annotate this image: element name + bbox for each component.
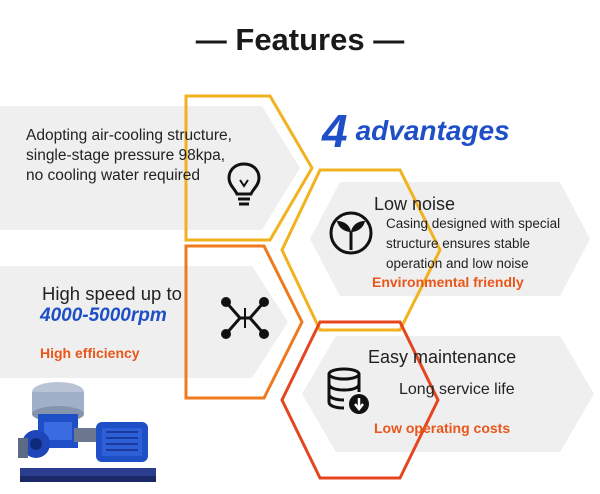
feature-3-tag: High efficiency: [40, 345, 140, 361]
database-download-icon: [327, 367, 369, 414]
blower-machine-image: [18, 382, 156, 482]
feature-2-line: operation and low noise: [386, 256, 529, 271]
panel-bg-2: [310, 182, 590, 296]
hex-outline-1: [184, 94, 314, 242]
feature-4-tag: Low operating costs: [374, 420, 511, 436]
feature-1-line: Adopting air-cooling structure,: [26, 127, 232, 144]
panel-bg-1: [0, 106, 300, 230]
feature-3-highlight: 4000-5000rpm: [40, 305, 167, 326]
feature-4-heading: Easy maintenance: [368, 347, 517, 367]
advantages-word: advantages: [355, 115, 510, 146]
lightbulb-icon: [227, 162, 261, 206]
hex-outline-3: [184, 244, 304, 400]
feature-2-heading: Low noise: [374, 194, 456, 214]
panel-bg-3: [0, 266, 288, 378]
feature-1-line: single-stage pressure 98kpa,: [26, 147, 226, 164]
feature-1-text: Adopting air-cooling structure, single-s…: [26, 126, 232, 186]
feature-2-tag: Environmental friendly: [372, 274, 524, 290]
panel-bg-4: [302, 336, 594, 452]
leaf-sprout-icon: [329, 211, 373, 255]
hex-outline-4: [280, 320, 440, 480]
feature-4-text: Long service life: [399, 381, 515, 398]
hex-outline-2: [280, 168, 442, 332]
feature-2-text: Casing designed with special structure e…: [386, 214, 560, 274]
feature-1-line: no cooling water required: [26, 167, 201, 184]
feature-2-line: structure ensures stable: [386, 236, 531, 251]
network-nodes-icon: [221, 297, 269, 339]
feature-2-line: Casing designed with special: [386, 216, 561, 231]
page-title: — Features —: [195, 22, 405, 57]
feature-3-text: High speed up to: [42, 283, 182, 304]
advantages-number: 4: [322, 105, 348, 157]
